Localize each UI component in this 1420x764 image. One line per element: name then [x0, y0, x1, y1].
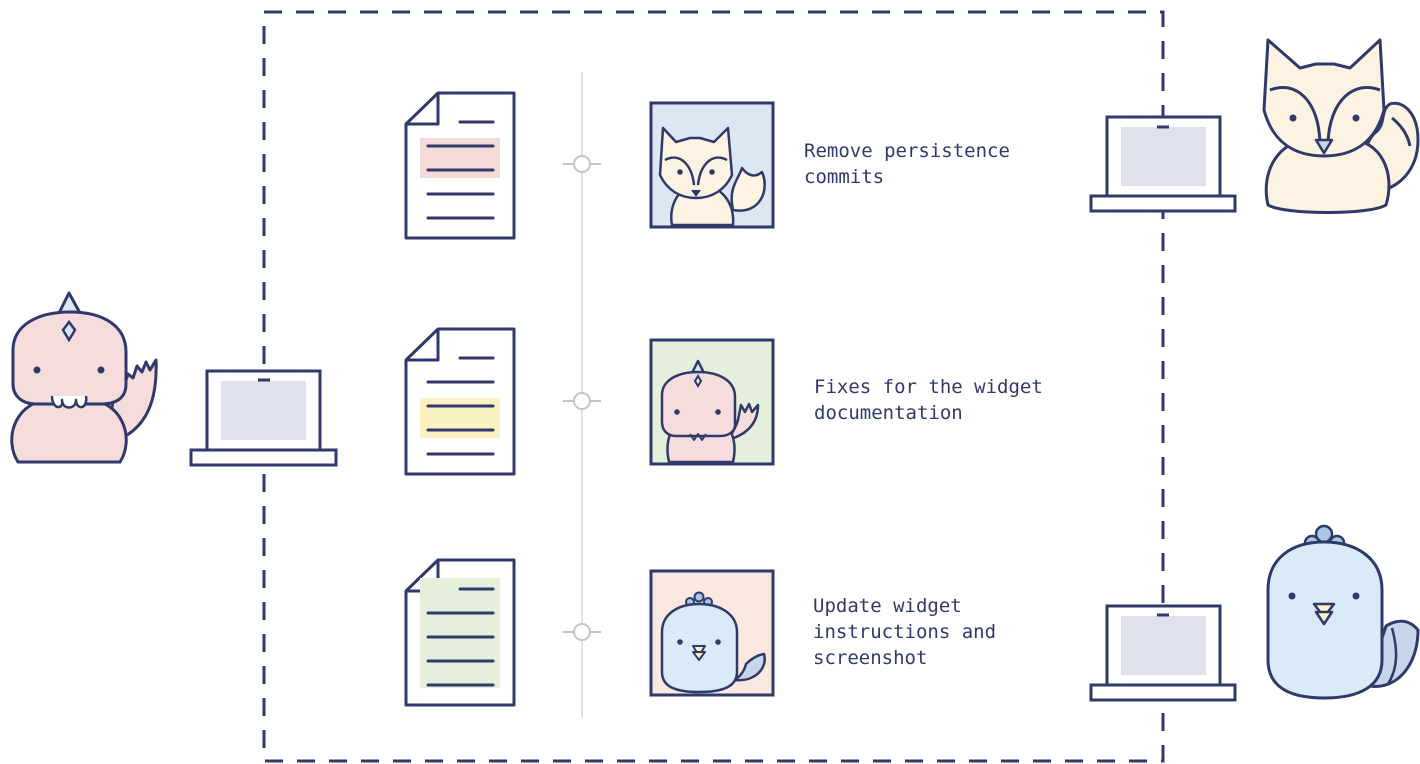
- document-icon: [406, 329, 514, 474]
- document-icon: [406, 560, 514, 705]
- dinosaur-contributor: [12, 293, 156, 462]
- commit-message: Fixes for the widget documentation: [814, 374, 1114, 426]
- dinosaur-avatar: [651, 340, 773, 464]
- timeline-node: [563, 624, 601, 640]
- laptop-icon: [1091, 606, 1235, 700]
- commit-message: Remove persistence commits: [804, 138, 1084, 190]
- laptop-icon: [1091, 117, 1235, 211]
- document-icon: [406, 93, 514, 238]
- fox-contributor: [1264, 40, 1418, 213]
- timeline-node: [563, 156, 601, 172]
- laptop-icon: [191, 371, 336, 465]
- fox-avatar: [651, 103, 773, 227]
- bird-avatar: [651, 571, 773, 695]
- timeline-node: [563, 393, 601, 409]
- bird-contributor: [1268, 526, 1418, 698]
- commit-message: Update widget instructions and screensho…: [813, 593, 1073, 671]
